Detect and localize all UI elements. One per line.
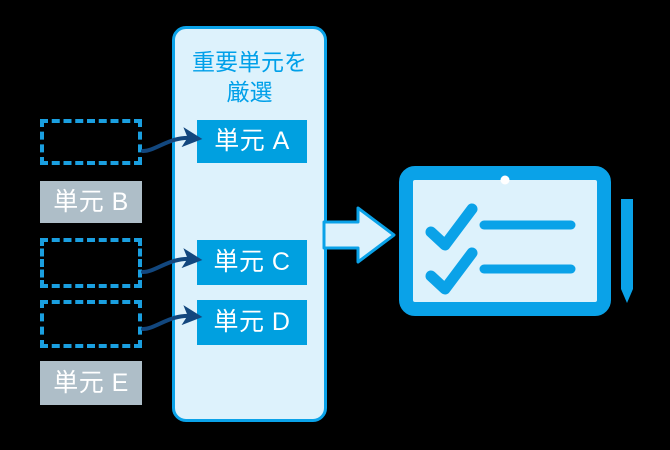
- selected-unit-c: 単元 C: [197, 240, 307, 285]
- connector-to-unit-c-icon: [141, 248, 203, 274]
- connector-to-unit-d-icon: [141, 305, 203, 331]
- panel-title: 重要単元を 厳選: [192, 49, 307, 106]
- selected-units-panel: 重要単元を 厳選: [172, 26, 327, 422]
- source-unit-b-label: 単元 B: [53, 187, 129, 216]
- flow-arrow-right-icon: [322, 206, 396, 264]
- source-unit-e-label: 単元 E: [53, 368, 129, 397]
- connector-to-unit-a-icon: [141, 127, 203, 153]
- selected-unit-d-label: 単元 D: [213, 308, 291, 336]
- selected-unit-d: 単元 D: [197, 300, 307, 345]
- tablet-checklist-icon: [399, 166, 611, 316]
- source-unit-e: 単元 E: [40, 361, 142, 405]
- source-unit-slot-3: [40, 300, 142, 348]
- stylus-icon: [621, 199, 633, 303]
- selected-unit-c-label: 単元 C: [213, 248, 291, 276]
- selected-unit-a: 単元 A: [197, 120, 307, 163]
- source-unit-b: 単元 B: [40, 181, 142, 223]
- source-unit-slot-2: [40, 238, 142, 288]
- source-unit-slot-1: [40, 119, 142, 165]
- selected-unit-a-label: 単元 A: [214, 127, 290, 155]
